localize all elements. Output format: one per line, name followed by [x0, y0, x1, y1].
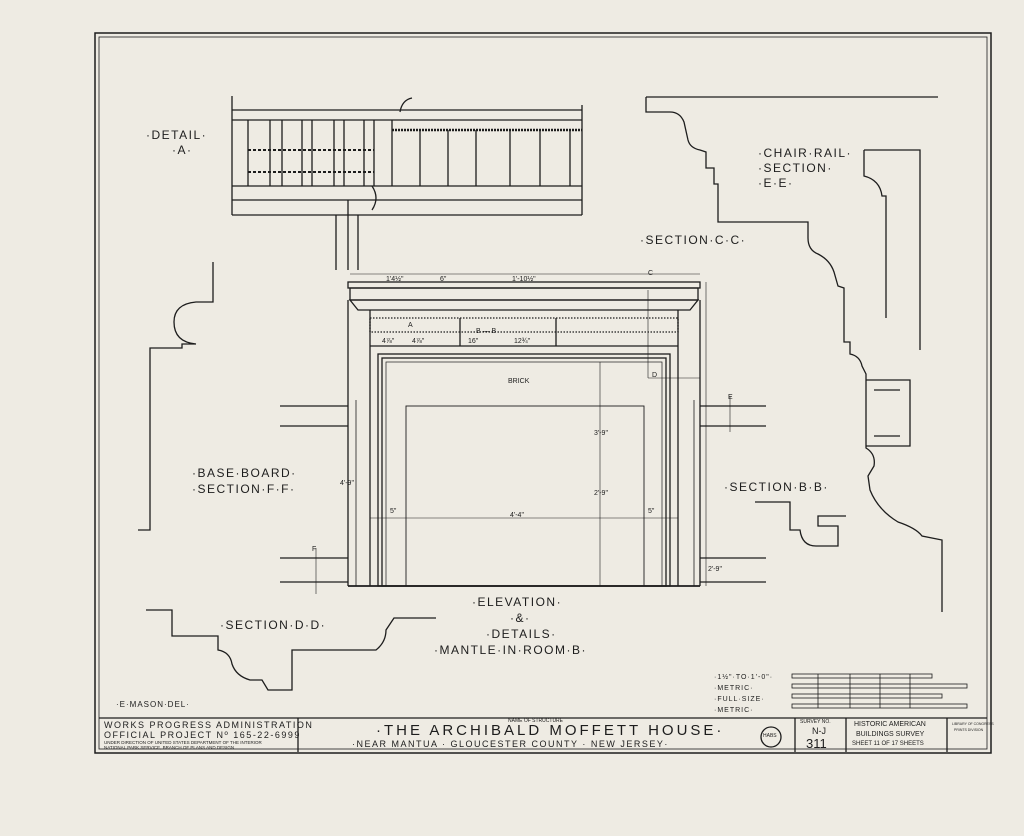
brick-label: BRICK: [508, 378, 530, 385]
elevation-label-4: ·MANTLE·IN·ROOM·B·: [434, 643, 587, 657]
elevation-label-3: ·DETAILS·: [486, 627, 557, 641]
dim-label: 4'-4": [510, 512, 524, 519]
dim-label: 12¾": [514, 338, 531, 345]
survey-name-1: HISTORIC AMERICAN: [854, 721, 926, 728]
agency-line-2: OFFICIAL PROJECT Nº 165-22-6999: [104, 730, 301, 740]
chair-rail-label-3: ·E·E·: [758, 176, 794, 190]
dim-label: 5": [648, 508, 655, 515]
dim-label: 4⅞": [412, 338, 425, 345]
seal-outline: [760, 726, 782, 748]
detail-a-letter: ·A·: [172, 143, 193, 157]
scale-label: ·1½"·TO·1'-0"·: [714, 674, 774, 681]
chair-rail-label-1: ·CHAIR·RAIL·: [758, 146, 853, 160]
dim-label: 5": [390, 508, 397, 515]
cut-mark-c: C: [648, 270, 654, 277]
structure-name-caption: NAME OF STRUCTURE: [508, 718, 563, 724]
cut-mark-b: B — B: [476, 328, 497, 335]
detail-a-drawing: [231, 96, 583, 270]
survey-caption: SURVEY NO.: [800, 719, 831, 725]
dim-label: 2'-9": [708, 566, 722, 573]
section-dd-label: ·SECTION·D·D·: [220, 618, 327, 632]
survey-name-2: BUILDINGS SURVEY: [856, 731, 925, 738]
structure-location: ·NEAR MANTUA · GLOUCESTER COUNTY · NEW J…: [352, 739, 669, 749]
dim-label: 1'-10½": [512, 276, 536, 283]
detail-a-label: ·DETAIL·: [146, 128, 208, 142]
scale-bars: [791, 673, 968, 709]
elevation-label-1: ·ELEVATION·: [472, 595, 563, 609]
cut-mark-d: D: [652, 372, 658, 379]
chair-rail-label-2: ·SECTION·: [758, 161, 833, 175]
sheet-border: [94, 32, 992, 754]
section-bb-label: ·SECTION·B·B·: [724, 480, 829, 494]
delineator-credit: ·E·MASON·DEL·: [116, 700, 190, 709]
scale-label: ·METRIC·: [714, 685, 754, 692]
dim-label: 3'-9": [594, 430, 608, 437]
cut-mark-a: A: [408, 322, 413, 329]
cut-mark-f: F: [312, 546, 317, 553]
dim-label: 4⅞": [382, 338, 395, 345]
dim-label: 16": [468, 338, 479, 345]
agency-line-1: WORKS PROGRESS ADMINISTRATION: [104, 720, 314, 730]
agency-line-3: UNDER DIRECTION OF UNITED STATES DEPARTM…: [104, 740, 262, 745]
sheet-number: SHEET 11 OF 17 SHEETS: [852, 741, 924, 747]
base-board-label-1: ·BASE·BOARD·: [192, 466, 297, 480]
survey-number: 311: [806, 736, 827, 751]
base-board-profile: [138, 262, 214, 531]
section-cc-label: ·SECTION·C·C·: [640, 233, 747, 247]
agency-line-4: NATIONAL PARK SERVICE, BRANCH OF PLANS A…: [104, 745, 235, 750]
library-stamp-1: LIBRARY OF CONGRESS: [952, 722, 994, 726]
library-stamp-2: PRINTS DIVISION: [954, 728, 984, 732]
scale-label: ·METRIC·: [714, 707, 754, 714]
elevation-label-2: ·&·: [510, 611, 531, 625]
dim-label: 4'-9": [340, 480, 354, 487]
dim-label: 2'-9": [594, 490, 608, 497]
dim-label: 1'4½": [386, 276, 404, 283]
survey-state: N-J: [812, 726, 826, 736]
mantle-elevation: [280, 273, 766, 594]
section-bb-profile: [755, 501, 846, 547]
structure-name: ·THE ARCHIBALD MOFFETT HOUSE·: [376, 722, 725, 739]
sheet-border-inner: [98, 36, 988, 750]
base-board-label-2: ·SECTION·F·F·: [192, 482, 296, 496]
section-cc-profile: [645, 96, 943, 612]
scale-label: ·FULL·SIZE·: [714, 696, 765, 703]
seal-text: HABS: [763, 733, 777, 739]
dim-label: 6": [440, 276, 447, 283]
cut-mark-e: E: [728, 394, 733, 401]
section-dd-profile: [146, 609, 436, 691]
